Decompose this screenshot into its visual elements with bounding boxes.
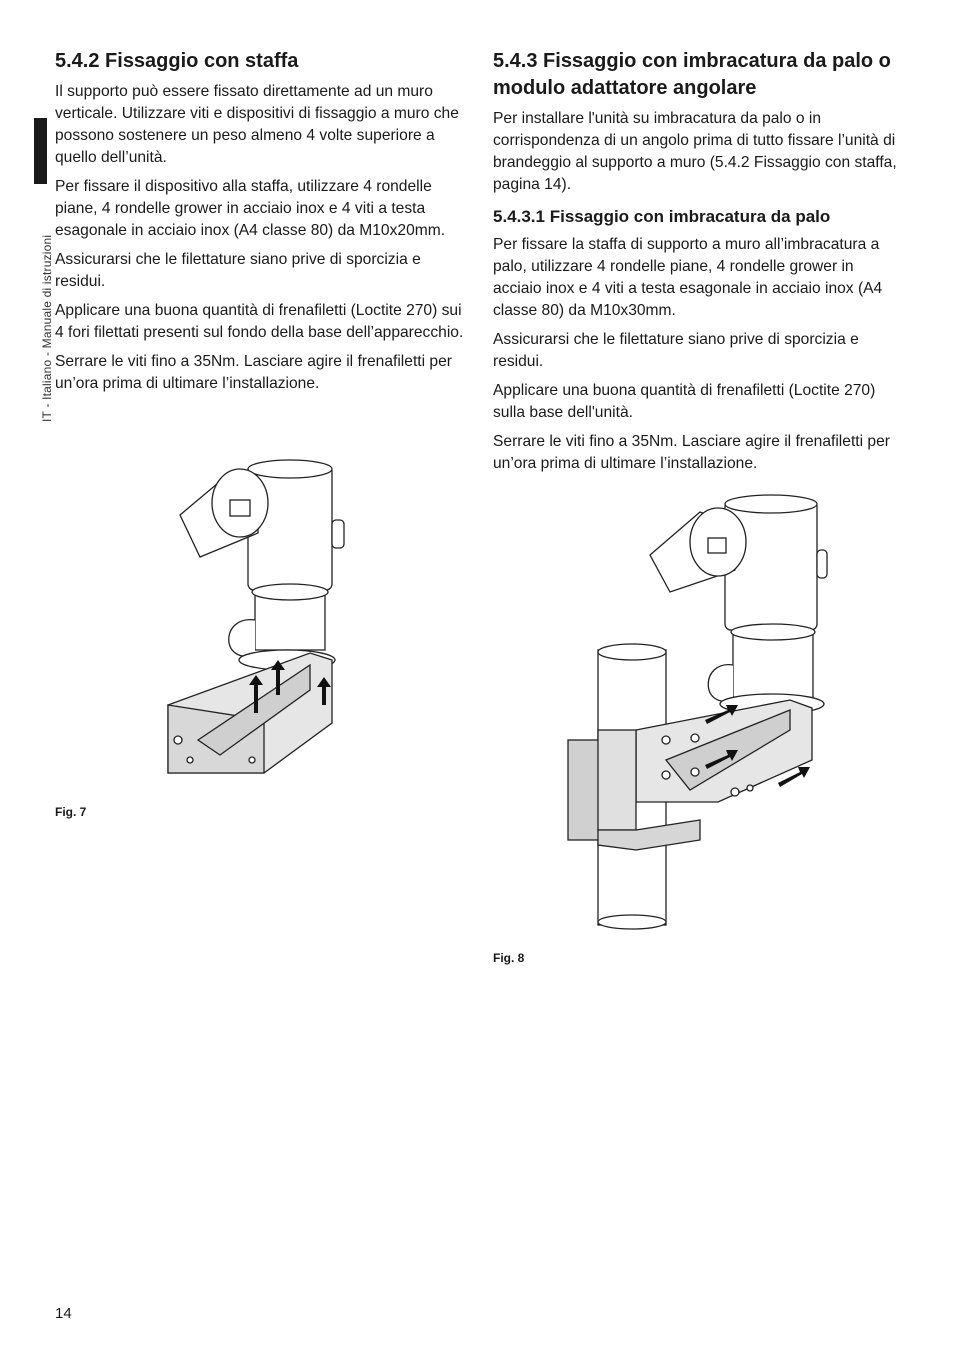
paragraph: Per fissare il dispositivo alla staffa, … <box>55 178 446 239</box>
right-column: 5.4.3 Fissaggio con imbracatura da palo … <box>493 48 905 482</box>
paragraph: Il supporto può essere fissato direttame… <box>55 83 459 166</box>
page-number: 14 <box>55 1305 72 1322</box>
paragraph: Per installare l'unità su imbracatura da… <box>493 110 897 193</box>
figure-7-caption: Fig. 7 <box>55 805 87 819</box>
paragraph: Assicurarsi che le filettature siano pri… <box>493 331 859 370</box>
figure-8-pole-mount-illustration <box>550 490 830 930</box>
paragraph: Applicare una buona quantità di frenafil… <box>55 302 464 341</box>
paragraph: Serrare le viti fino a 35Nm. Lasciare ag… <box>55 353 452 392</box>
paragraph: Applicare una buona quantità di frenafil… <box>493 382 876 421</box>
subsection-heading-5-4-3-1: 5.4.3.1 Fissaggio con imbracatura da pal… <box>493 207 831 226</box>
paragraph: Per fissare la staffa di supporto a muro… <box>493 236 883 319</box>
paragraph: Assicurarsi che le filettature siano pri… <box>55 251 421 290</box>
figure-8-caption: Fig. 8 <box>493 951 525 965</box>
section-heading-5-4-3: 5.4.3 Fissaggio con imbracatura da palo … <box>493 50 891 99</box>
section-marker-bar <box>34 118 47 184</box>
figure-7-wall-bracket-illustration <box>160 455 360 780</box>
section-heading-5-4-2: 5.4.2 Fissaggio con staffa <box>55 50 299 72</box>
sidebar-language-label: IT - Italiano - Manuale di istruzioni <box>40 234 54 422</box>
left-column: 5.4.2 Fissaggio con staffa Il supporto p… <box>55 48 465 402</box>
paragraph: Serrare le viti fino a 35Nm. Lasciare ag… <box>493 433 890 472</box>
